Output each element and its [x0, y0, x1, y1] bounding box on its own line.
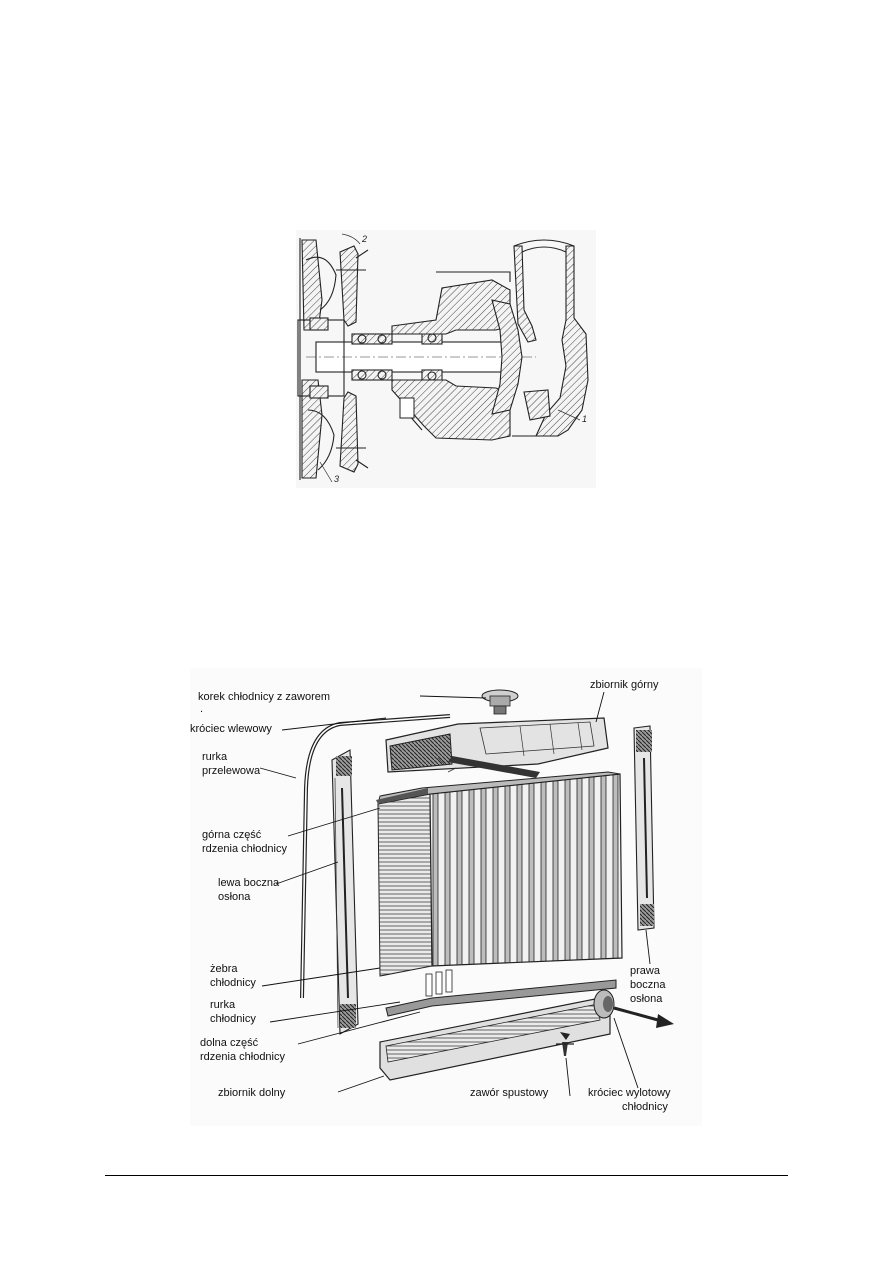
drain-valve — [556, 1032, 574, 1056]
label-tube-2: chłodnicy — [210, 1013, 256, 1025]
label-overflow-tube-1: rurka — [202, 751, 228, 763]
label-upper-core-2: rdzenia chłodnicy — [202, 843, 287, 855]
lower-tank — [379, 997, 611, 1081]
label-right-cover-2: boczna — [630, 979, 666, 991]
bearings — [351, 331, 443, 383]
label-cap-dot: . — [200, 703, 203, 715]
label-upper-tank: zbiornik górny — [590, 679, 659, 691]
pump-housing — [391, 271, 511, 441]
label-overflow-tube-2: przelewowa — [202, 765, 261, 777]
label-fins-2: chłodnicy — [210, 977, 256, 989]
label-fins-1: żebra — [210, 963, 238, 975]
label-right-cover-1: prawa — [630, 965, 661, 977]
leader-lines — [259, 691, 651, 1097]
radiator-cap — [481, 689, 519, 715]
label-outlet-1: króciec wylotowy — [588, 1087, 671, 1099]
pump-shaft — [297, 317, 536, 399]
label-drain-valve: zawór spustowy — [470, 1087, 549, 1099]
callout-3: 3 — [334, 474, 339, 484]
right-side-cover — [633, 725, 655, 931]
callout-1: 1 — [582, 414, 587, 424]
label-left-cover-2: osłona — [218, 891, 251, 903]
label-filler-neck: króciec wlewowy — [190, 723, 272, 735]
label-left-cover-1: lewa boczna — [218, 877, 280, 889]
impeller — [491, 299, 523, 415]
water-pump-section-drawing: 2 1 3 — [296, 230, 596, 488]
inlet-pipe — [512, 239, 589, 437]
label-tube-1: rurka — [210, 999, 236, 1011]
outlet-pipe — [593, 989, 674, 1028]
callout-2: 2 — [361, 234, 367, 244]
label-outlet-2: chłodnicy — [622, 1101, 668, 1113]
label-upper-core-1: górna część — [202, 829, 262, 841]
radiator-exploded-view: korek chłodnicy z zaworem . zbiornik gór… — [190, 668, 702, 1126]
footer-rule — [105, 1175, 788, 1176]
label-lower-core-2: rdzenia chłodnicy — [200, 1051, 285, 1063]
lower-core-plate — [385, 969, 617, 1017]
fan-blades — [299, 238, 337, 480]
label-right-cover-3: osłona — [630, 993, 663, 1005]
label-radiator-cap: korek chłodnicy z zaworem — [198, 691, 330, 703]
label-lower-tank: zbiornik dolny — [218, 1087, 286, 1099]
label-lower-core-1: dolna część — [200, 1037, 259, 1049]
radiator-core — [376, 771, 623, 977]
upper-tank — [385, 717, 609, 778]
